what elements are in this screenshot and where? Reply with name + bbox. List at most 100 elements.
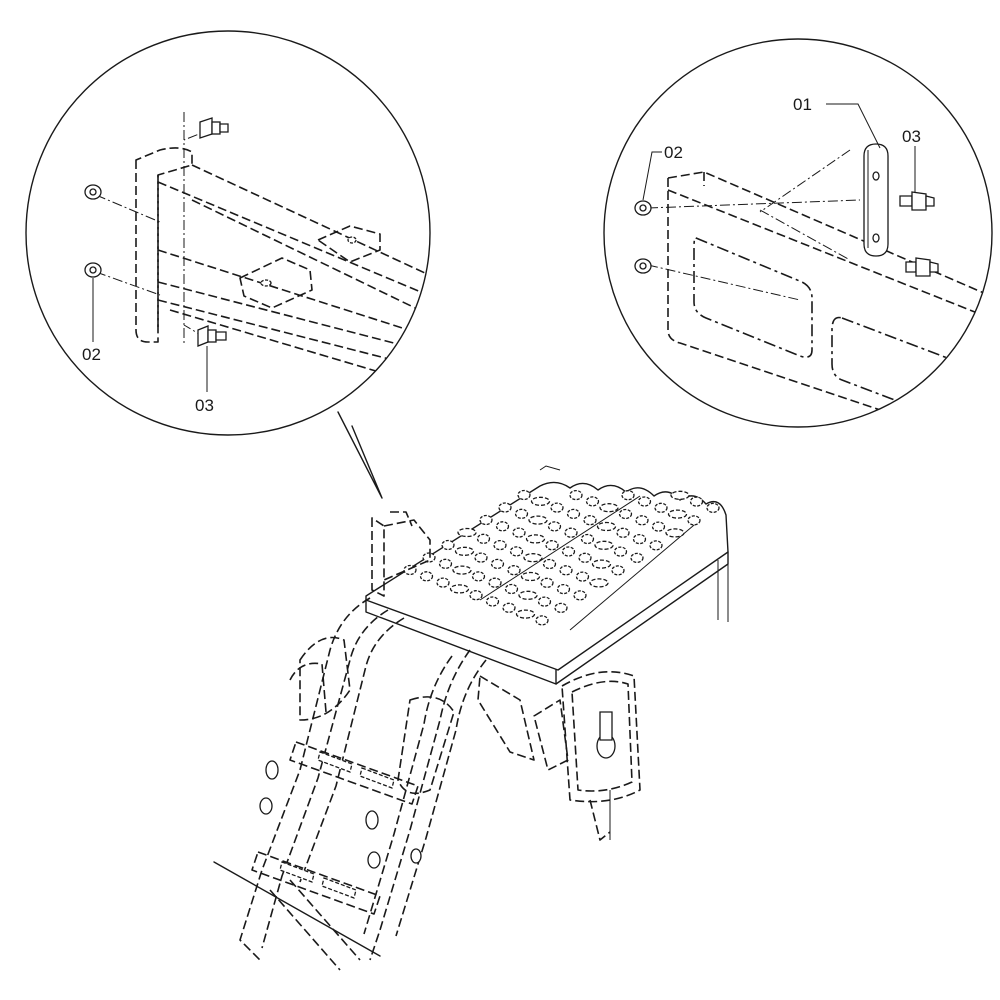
- deck-hole: [585, 496, 600, 507]
- deck-hole: [518, 590, 538, 600]
- deck-hole: [559, 565, 573, 576]
- deck-hole: [667, 509, 688, 519]
- deck-hole: [635, 515, 649, 526]
- right-detail-content: [647, 149, 992, 427]
- handrail-loop: [397, 696, 455, 795]
- deck-hole: [454, 546, 475, 556]
- deck-hole: [554, 602, 568, 614]
- callout-03-left: 03: [195, 396, 214, 415]
- deck-hole: [556, 583, 571, 595]
- ladder-stringer-right: [369, 649, 471, 961]
- deck-hole: [547, 521, 562, 532]
- deck-hole: [517, 489, 531, 501]
- deck-hole: [545, 540, 559, 551]
- deck-hole: [474, 552, 488, 563]
- deck-hole: [578, 552, 592, 563]
- deck-hole: [599, 503, 619, 513]
- deck-hole: [561, 546, 576, 557]
- bolt-icon: [905, 257, 939, 277]
- mounting-bracket: [371, 517, 385, 597]
- deck-hole: [449, 584, 470, 594]
- deck-hole: [540, 577, 554, 588]
- deck-hole: [689, 496, 704, 507]
- deck-perforations: [403, 489, 720, 626]
- deck-hole: [632, 533, 647, 545]
- deck-hole: [687, 515, 701, 526]
- deck-hole: [649, 540, 663, 551]
- callout-03-right: 03: [902, 127, 921, 146]
- frame-cutout: [693, 236, 813, 358]
- nut-icon: [634, 258, 652, 274]
- deck-hole: [580, 533, 595, 545]
- deck-hole: [490, 558, 505, 570]
- deck-hole: [575, 571, 590, 582]
- deck-hole: [514, 508, 529, 519]
- deck-hole: [436, 577, 450, 588]
- nut-icon: [84, 184, 102, 200]
- deck-hole: [498, 502, 512, 513]
- plate-part-01: [863, 143, 889, 257]
- callout-01-right: 01: [793, 95, 812, 114]
- deck-hole: [502, 602, 516, 613]
- deck-hole: [476, 533, 491, 544]
- deck-hole: [438, 558, 453, 569]
- callout-leader: [826, 103, 881, 149]
- deck-hole: [670, 490, 690, 500]
- deck-hole: [507, 565, 521, 576]
- deck-hole: [613, 546, 628, 557]
- deck-hole: [569, 489, 583, 501]
- deck-hole: [654, 502, 668, 513]
- detail-leader-pointer: [337, 411, 383, 499]
- deck-hole: [493, 539, 507, 551]
- deck-hole: [616, 527, 630, 538]
- deck-hole: [520, 571, 541, 582]
- deck-hole: [535, 615, 549, 626]
- support-bracket: [477, 675, 535, 761]
- deck-hole: [525, 534, 546, 544]
- right-detail-view: 01 02 03: [603, 38, 993, 428]
- deck-hole: [706, 502, 720, 514]
- ladder-rung: [251, 851, 381, 915]
- deck-hole: [618, 508, 633, 520]
- deck-hole: [611, 565, 625, 576]
- platform-ladder-assembly: [213, 465, 729, 971]
- deck-hole: [651, 521, 666, 532]
- deck-hole: [530, 496, 551, 506]
- left-detail-content: [95, 112, 430, 391]
- deck-hole: [637, 496, 652, 507]
- deck-hole: [573, 590, 587, 601]
- deck-hole: [537, 596, 552, 607]
- deck-hole: [485, 596, 500, 607]
- ladder-rung: [289, 741, 419, 805]
- ground-line: [213, 861, 381, 957]
- deck-hole: [630, 552, 644, 564]
- bolt-icon: [197, 325, 227, 347]
- deck-hole: [528, 515, 548, 525]
- deck-hole: [495, 521, 510, 532]
- left-detail-view: 02 03: [25, 30, 431, 499]
- callout-leader: [642, 151, 662, 201]
- platform-deck: [365, 481, 729, 671]
- deck-hole: [479, 514, 493, 526]
- deck-hole: [665, 528, 685, 538]
- left-detail-circle: [25, 30, 431, 436]
- callout-02-right: 02: [664, 143, 683, 162]
- deck-hole: [589, 578, 609, 588]
- deck-hole: [469, 590, 483, 601]
- ladder-stringer-left: [239, 597, 371, 961]
- deck-hole: [422, 552, 436, 563]
- deck-hole: [596, 521, 617, 532]
- deck-hole: [488, 577, 502, 588]
- deck-hole: [566, 508, 581, 520]
- deck-hole: [583, 515, 597, 526]
- deck-hole: [542, 558, 557, 570]
- deck-hole: [441, 539, 455, 551]
- frame-cutout: [831, 316, 992, 427]
- mounting-tab: [239, 257, 313, 309]
- deck-hole: [621, 490, 635, 501]
- deck-hole: [471, 571, 486, 582]
- right-detail-circle: [603, 38, 993, 428]
- deck-hole: [523, 553, 543, 563]
- deck-hole: [504, 583, 519, 595]
